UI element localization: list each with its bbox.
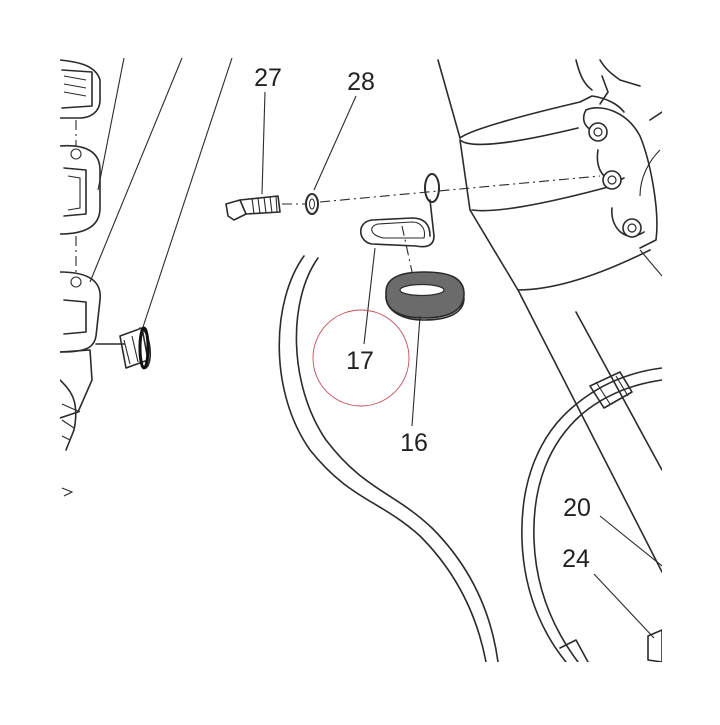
callout-17: 17: [346, 347, 374, 375]
assembly-axis-line: [282, 175, 601, 205]
highlight-circle: [312, 309, 410, 407]
callout-16: 16: [400, 429, 428, 457]
bolt-part-27: [225, 195, 281, 221]
right-leader-lines: [593, 515, 662, 662]
left-fairing-assembly: [60, 59, 101, 497]
grommet-part-16: [385, 271, 465, 321]
bracket-part-17: [359, 173, 440, 248]
rubber-cap: [95, 326, 152, 370]
washer-part-28: [305, 193, 319, 215]
callout-24: 24: [562, 545, 590, 573]
left-leader-lines: [89, 58, 233, 331]
callout-27: 27: [254, 64, 282, 92]
hose-line: [521, 367, 662, 662]
callout-20: 20: [563, 494, 591, 522]
clamp-bolt-holes: [588, 122, 642, 238]
callout-28: 28: [347, 68, 375, 96]
frame-down-tube: [517, 289, 662, 573]
fairing-inner-curve: [278, 255, 499, 662]
frame-steering-tube: [437, 59, 662, 291]
center-leader-lines: [261, 91, 421, 427]
